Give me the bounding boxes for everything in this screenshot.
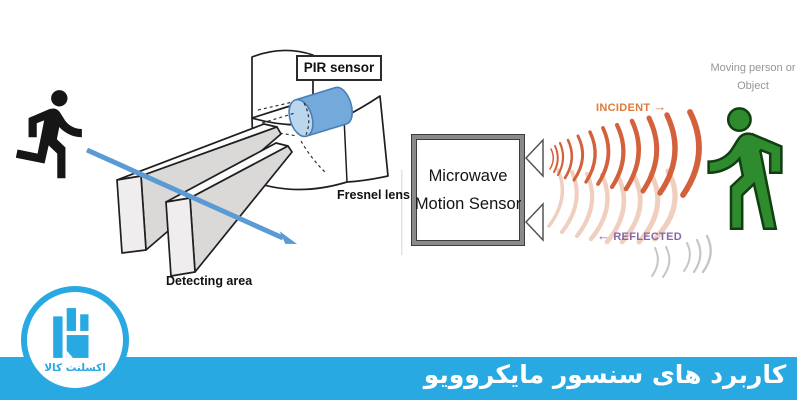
caption-line2: Object — [737, 79, 769, 92]
dashed-guides — [257, 101, 328, 175]
reflected-label: ←REFLECTED — [597, 228, 682, 243]
detecting-area-label: Detecting area — [166, 274, 253, 288]
runner-icon — [15, 90, 82, 179]
pir-diagram — [15, 49, 389, 277]
incident-label: INCIDENT→ — [596, 99, 667, 114]
moving-person-caption: Moving person or Object — [708, 60, 797, 95]
incident-waves — [549, 109, 702, 198]
brand-logo: اکسلنت کالا — [21, 286, 129, 394]
incident-arrow-icon: → — [653, 99, 667, 114]
walking-person-icon — [707, 107, 783, 231]
motion-arrow — [85, 147, 297, 244]
faint-waves — [651, 234, 712, 278]
fresnel-lens-label: Fresnel lens — [337, 188, 410, 202]
detection-beam-lower — [165, 142, 293, 277]
microwave-label-line2: Motion Sensor — [414, 195, 522, 213]
reflected-text: REFLECTED — [613, 231, 683, 243]
horn-antenna-icons — [524, 138, 544, 242]
incident-text: INCIDENT — [596, 102, 651, 114]
microwave-sensor-box: Microwave Motion Sensor — [412, 135, 524, 245]
caption-line1: Moving person or — [710, 62, 796, 74]
pir-sensor-label: PIR sensor — [296, 55, 382, 81]
logo-mark-icon — [53, 308, 89, 358]
reflected-arrow-icon: ← — [597, 228, 611, 243]
footer-title: کاربرد های سنسور مایکروویو — [423, 360, 787, 389]
microwave-diagram — [401, 107, 783, 278]
microwave-label-line1: Microwave — [428, 166, 508, 185]
logo-text: اکسلنت کالا — [44, 362, 106, 374]
image-divider — [401, 170, 403, 255]
footer-bar: کاربرد های سنسور مایکروویو — [0, 357, 797, 400]
